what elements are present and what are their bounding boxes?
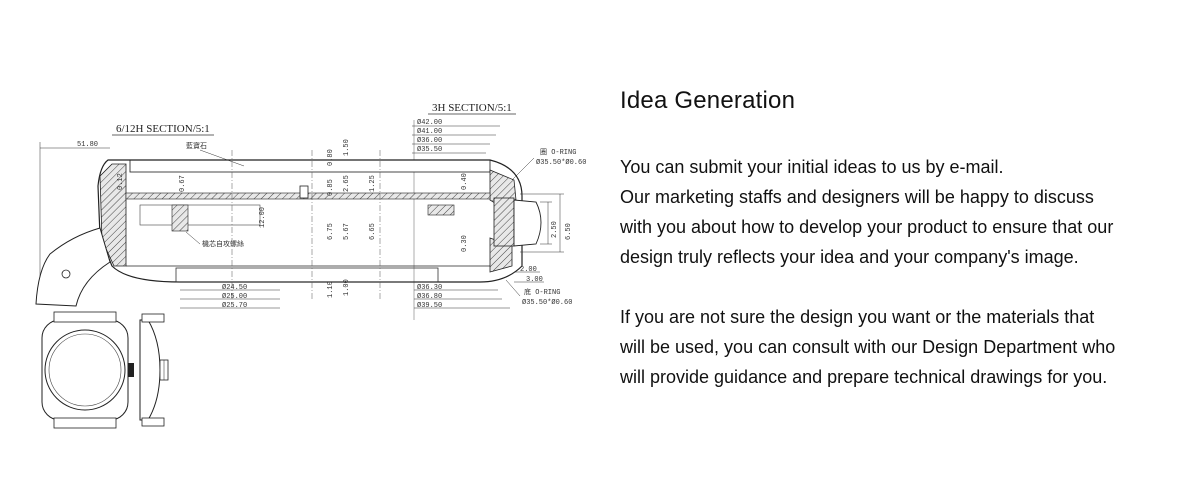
dim-top-4: Ø35.50 xyxy=(417,145,442,154)
paragraph-2-line: will provide guidance and prepare techni… xyxy=(620,367,1108,387)
paragraph-2-line: If you are not sure the design you want … xyxy=(620,307,1095,327)
oring-bottom-spec: Ø35.50*Ø0.60 xyxy=(522,298,572,307)
paragraph-1-line: design truly reflects your idea and your… xyxy=(620,247,1079,267)
note-crystal: 藍寶石 xyxy=(186,141,207,151)
crystal xyxy=(129,159,491,173)
right-dim-2: 6.50 xyxy=(565,223,573,240)
oring-top-label: 圈 O-RING xyxy=(540,148,576,157)
vdim-4: 6.75 xyxy=(327,223,335,240)
top-dimensions xyxy=(412,120,500,320)
vdim-15: 0.30 xyxy=(461,235,469,252)
vdim-2: 0.67 xyxy=(179,175,187,192)
vdim-6: 6.65 xyxy=(369,223,377,240)
vdim-11: 2.65 xyxy=(343,175,351,192)
paragraph-1: You can submit your initial ideas to us … xyxy=(620,152,1180,272)
vdim-7: 1.10 xyxy=(327,281,335,298)
vdim-14: 0.40 xyxy=(461,173,469,190)
dim-bottom-left-2: Ø25.00 xyxy=(222,292,247,301)
vdim-1: 0.12 xyxy=(117,173,125,190)
dim-top-2: Ø41.00 xyxy=(417,127,442,136)
page-title: Idea Generation xyxy=(620,87,796,114)
vdim-9: 0.80 xyxy=(327,149,335,166)
dim-bottom-left-1: Ø24.50 xyxy=(222,283,247,292)
right-dim-1: 2.50 xyxy=(551,221,559,238)
technical-drawing: 6/12H SECTION/5:1 3H SECTION/5:1 51.80 Ø… xyxy=(35,102,586,429)
lug xyxy=(35,227,111,307)
content-panel: Idea Generation You can submit your init… xyxy=(620,86,1180,422)
right-dim-3: 2.00 xyxy=(520,266,537,274)
oring-bottom-label: 底 O-RING xyxy=(524,287,560,297)
paragraph-2: If you are not sure the design you want … xyxy=(620,302,1180,392)
paragraph-2-line: will be used, you can consult with our D… xyxy=(620,337,1116,357)
dim-left: 51.80 xyxy=(77,141,98,149)
watch-front-view xyxy=(41,311,134,429)
vdim-13: 0.85 xyxy=(327,179,335,196)
paragraph-1-line: You can submit your initial ideas to us … xyxy=(620,157,1004,177)
paragraph-1-line: Our marketing staffs and designers will … xyxy=(620,187,1094,207)
case-outline xyxy=(97,159,523,283)
paragraph-1-line: with you about how to develop your produ… xyxy=(620,217,1114,237)
dim-bottom-right-1: Ø36.30 xyxy=(417,283,442,292)
note-screw: 機芯自攻螺絲 xyxy=(202,239,244,249)
crown xyxy=(513,199,542,247)
vdim-8: 1.00 xyxy=(343,279,351,296)
oring-top-spec: Ø35.50*Ø0.60 xyxy=(536,158,586,167)
right-dim-4: 3.00 xyxy=(526,276,543,284)
dim-top-1: Ø42.00 xyxy=(417,118,442,127)
dim-bottom-right-2: Ø36.80 xyxy=(417,292,442,301)
section-label-left: 6/12H SECTION/5:1 xyxy=(116,123,210,135)
dim-top-3: Ø36.00 xyxy=(417,136,442,145)
section-label-right: 3H SECTION/5:1 xyxy=(432,102,512,114)
vdim-10: 1.50 xyxy=(343,139,351,156)
vdim-3: 12.00 xyxy=(259,207,267,228)
dim-bottom-left-3: Ø25.70 xyxy=(222,301,247,310)
case-back xyxy=(175,267,439,283)
vdim-5: 5.67 xyxy=(343,223,351,240)
vdim-12: 1.25 xyxy=(369,175,377,192)
crown-stem xyxy=(493,197,515,247)
dim-bottom-right-3: Ø39.50 xyxy=(417,301,442,310)
watch-side-view xyxy=(139,313,169,427)
